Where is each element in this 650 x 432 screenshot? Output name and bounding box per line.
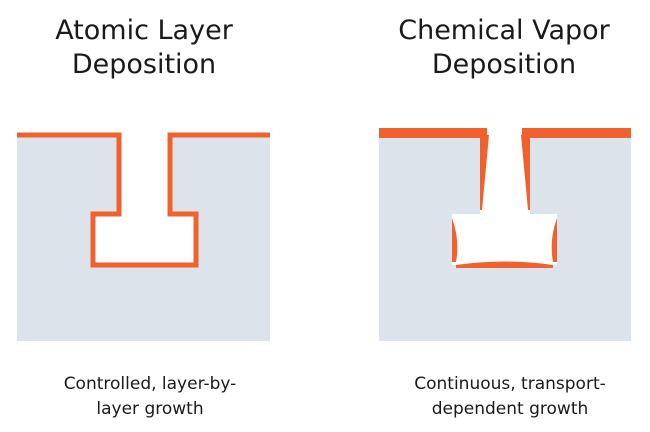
- cvd-cavity-film-bottom: [456, 261, 553, 268]
- cvd-title: Chemical Vapor Deposition: [398, 15, 610, 80]
- cvd-panel: [379, 128, 631, 341]
- ald-conformal-film: [17, 132, 270, 268]
- ald-panel: [17, 132, 270, 341]
- cvd-top-film-right: [522, 128, 631, 138]
- cvd-wall-film-left: [480, 135, 489, 210]
- ald-caption: Controlled, layer-by- layer growth: [63, 374, 237, 419]
- cvd-top-film-left: [379, 128, 487, 138]
- cvd-wall-film-right: [521, 135, 530, 210]
- cvd-substrate: [379, 135, 631, 341]
- ald-substrate: [17, 135, 270, 341]
- ald-title: Atomic Layer Deposition: [55, 15, 233, 80]
- cvd-caption: Continuous, transport- dependent growth: [414, 374, 606, 419]
- cvd-cavity-film-right: [551, 218, 557, 262]
- cvd-cavity-film-left: [452, 218, 458, 262]
